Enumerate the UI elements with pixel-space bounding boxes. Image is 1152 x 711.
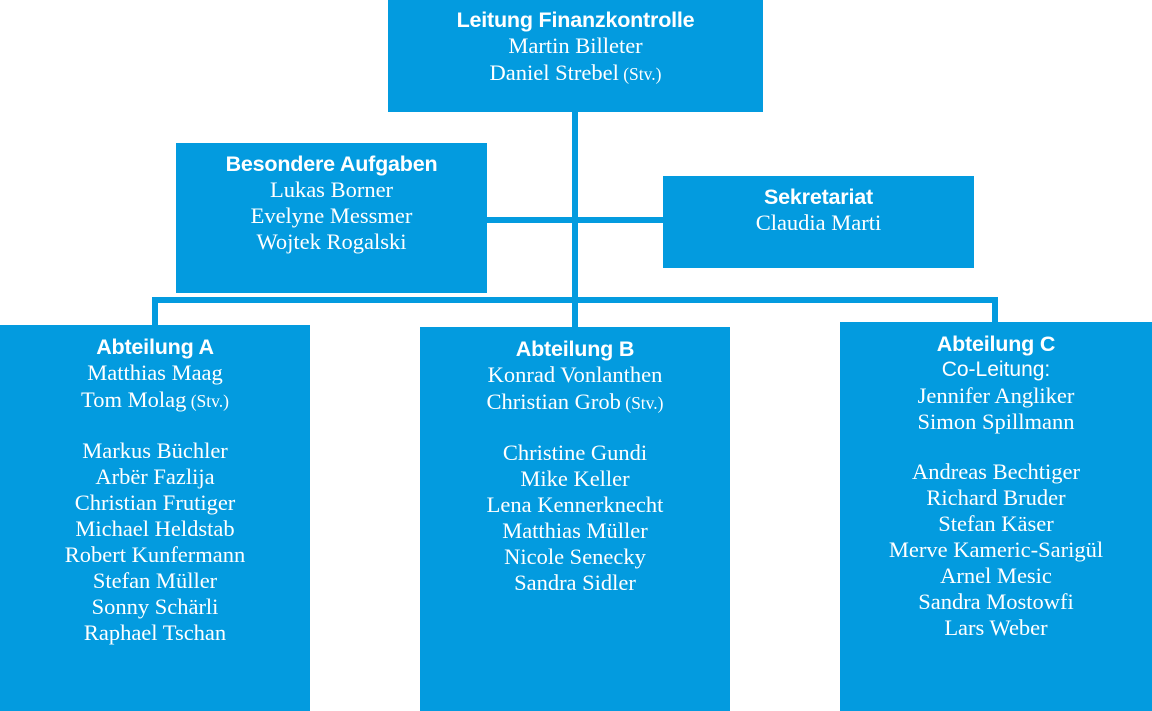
person-name: Sonny Schärli [91,594,219,619]
node-subtitle-co-leitung: Co-Leitung: [941,358,1051,381]
connector-drop-abteilung-a [152,297,158,327]
node-title: Leitung Finanzkontrolle [456,8,695,32]
connector-to-sekretariat [572,217,668,223]
node-title: Abteilung A [96,335,214,359]
person-name: Andreas Bechtiger [911,459,1081,484]
person-name: Christian Grob (Stv.) [486,389,664,414]
person-name: Arnel Mesic [940,563,1052,588]
node-abteilung-c[interactable]: Abteilung C Co-Leitung: Jennifer Anglike… [840,322,1152,711]
node-title: Abteilung B [515,337,635,361]
connector-horizontal-bus [152,297,998,303]
person-name: Robert Kunfermann [64,542,246,567]
person-name: Arbër Fazlija [95,464,215,489]
person-name: Sandra Mostowfi [918,589,1074,614]
person-name: Christian Frutiger [74,490,236,515]
spacer [0,414,310,438]
person-name: Jennifer Angliker [917,383,1075,408]
person-name: Matthias Maag [87,360,223,385]
person-name: Mike Keller [520,466,630,491]
person-name: Lukas Borner [269,177,394,202]
person-name: Merve Kameric-Sarigül [888,537,1104,562]
person-name: Martin Billeter [508,33,643,58]
person-name: Matthias Müller [502,518,648,543]
node-title: Besondere Aufgaben [225,152,438,176]
node-besondere-aufgaben[interactable]: Besondere Aufgaben Lukas Borner Evelyne … [176,143,487,293]
person-name: Tom Molag (Stv.) [81,387,229,412]
node-title: Sekretariat [764,185,873,209]
person-name: Lena Kennerknecht [486,492,664,517]
person-name: Sandra Sidler [514,570,636,595]
person-name: Markus Büchler [82,438,228,463]
person-name: Daniel Strebel (Stv.) [489,60,662,85]
person-name: Christine Gundi [502,440,648,465]
person-name: Richard Bruder [926,485,1066,510]
person-name: Nicole Senecky [504,544,646,569]
person-name: Konrad Vonlanthen [487,362,663,387]
person-name: Simon Spillmann [917,409,1075,434]
node-title: Abteilung C [936,332,1056,356]
node-abteilung-b[interactable]: Abteilung B Konrad Vonlanthen Christian … [420,327,730,711]
person-name: Wojtek Rogalski [256,229,407,254]
connector-to-besondere-aufgaben [482,217,577,223]
node-leitung-finanzkontrolle[interactable]: Leitung Finanzkontrolle Martin Billeter … [388,0,763,112]
node-sekretariat[interactable]: Sekretariat Claudia Marti [663,176,974,268]
person-name: Lars Weber [944,615,1048,640]
person-name: Claudia Marti [755,210,882,235]
person-name: Michael Heldstab [75,516,235,541]
spacer [420,416,730,440]
node-abteilung-a[interactable]: Abteilung A Matthias Maag Tom Molag (Stv… [0,325,310,711]
connector-drop-abteilung-c [992,297,998,325]
person-name: Raphael Tschan [83,620,227,645]
person-name: Evelyne Messmer [250,203,413,228]
person-name: Stefan Müller [92,568,218,593]
spacer [840,435,1152,459]
person-name: Stefan Käser [938,511,1054,536]
